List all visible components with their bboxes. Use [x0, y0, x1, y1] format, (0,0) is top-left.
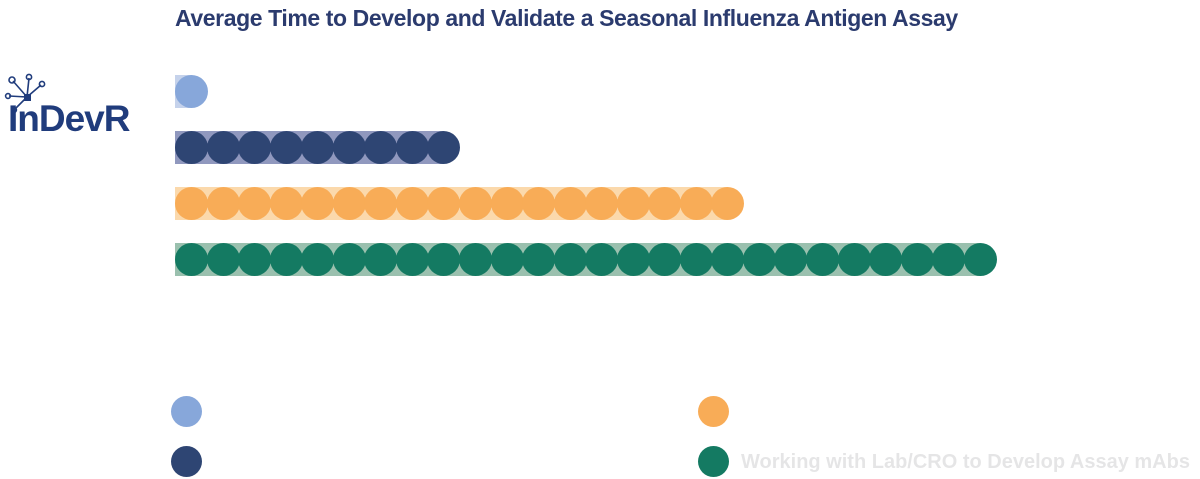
chart-dot	[458, 243, 492, 276]
chart-dot	[648, 243, 682, 276]
legend-label: Working with Lab/CRO to Develop Assay mA…	[741, 451, 1190, 473]
bar-row	[175, 243, 1175, 276]
chart-dot	[364, 131, 398, 164]
chart-dot	[395, 243, 429, 276]
molecule-icon	[4, 72, 46, 119]
chart-dot	[900, 243, 934, 276]
bar-row	[175, 75, 1175, 108]
chart-dot	[490, 243, 524, 276]
chart-dot	[616, 243, 650, 276]
chart-dot	[427, 131, 461, 164]
chart-dot	[206, 243, 240, 276]
chart-dot	[175, 243, 208, 276]
chart-dot	[679, 187, 713, 220]
chart-dot	[963, 243, 997, 276]
chart-dot	[522, 243, 556, 276]
chart-dot	[332, 243, 366, 276]
chart-dot	[490, 187, 524, 220]
chart-dot	[206, 187, 240, 220]
chart-dot	[585, 243, 619, 276]
chart-dot	[585, 187, 619, 220]
chart-dot	[238, 187, 272, 220]
legend-dot	[698, 446, 729, 477]
chart-dot	[238, 243, 272, 276]
chart-dot	[522, 187, 556, 220]
logo: InDevR	[4, 72, 154, 138]
chart-title: Average Time to Develop and Validate a S…	[175, 5, 958, 31]
dot-bar-chart	[175, 75, 1175, 295]
chart-dot	[427, 187, 461, 220]
chart-dot	[616, 187, 650, 220]
chart-dot	[427, 243, 461, 276]
chart-dot	[175, 131, 208, 164]
chart-dot	[679, 243, 713, 276]
chart-dot	[553, 187, 587, 220]
chart-dot	[553, 243, 587, 276]
chart-dot	[395, 131, 429, 164]
chart-dot	[806, 243, 839, 276]
chart-dot	[742, 243, 776, 276]
chart-dot	[711, 187, 745, 220]
chart-dot	[175, 187, 208, 220]
chart-dot	[932, 243, 966, 276]
chart-dot	[332, 187, 366, 220]
chart-dot	[837, 243, 871, 276]
chart-dot	[269, 243, 303, 276]
chart-dot	[364, 243, 398, 276]
chart-dot	[458, 187, 492, 220]
chart-dot	[395, 187, 429, 220]
chart-dot	[364, 187, 398, 220]
bar-row	[175, 187, 1175, 220]
chart-dot	[301, 131, 335, 164]
legend-dot	[698, 396, 729, 427]
chart-dot	[648, 187, 682, 220]
chart-dot	[711, 243, 745, 276]
chart-dot	[206, 131, 240, 164]
chart-dot	[269, 131, 303, 164]
chart-dot	[332, 131, 366, 164]
chart-dot	[238, 131, 272, 164]
chart-dot	[269, 187, 303, 220]
legend-dot	[171, 396, 202, 427]
chart-dot	[869, 243, 903, 276]
chart-dot	[301, 187, 335, 220]
chart-dot	[774, 243, 808, 276]
chart-dot	[175, 75, 208, 108]
legend-dot	[171, 446, 202, 477]
logo-text: InDevR	[8, 98, 130, 139]
bar-row	[175, 131, 1175, 164]
chart-dot	[301, 243, 335, 276]
